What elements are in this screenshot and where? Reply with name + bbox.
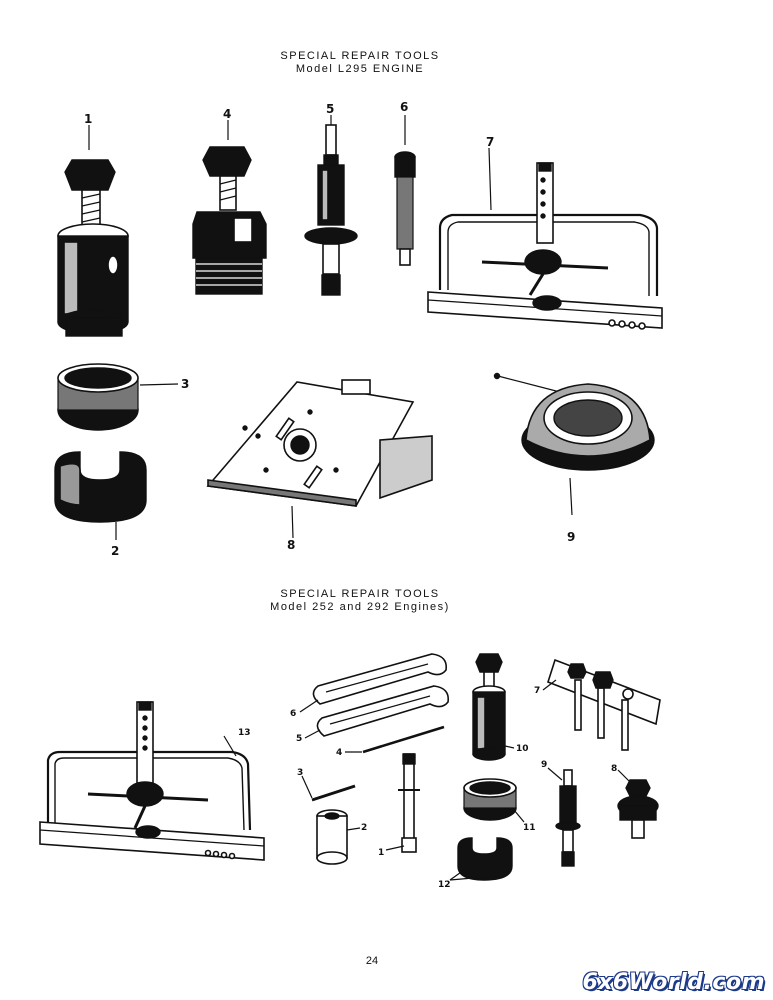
tool-8-small-puller — [617, 769, 659, 839]
callout-label: 9 — [567, 530, 575, 544]
page-number: 24 — [365, 955, 379, 967]
callout-label: 9 — [541, 760, 547, 770]
tool-1-puller — [57, 125, 129, 337]
callout-label: 3 — [181, 377, 189, 391]
tool-5-wrench — [304, 685, 450, 739]
tool-11-knurled-ring — [463, 778, 525, 823]
tool-9-ring-gauge — [493, 372, 655, 516]
tool-7-compressor — [427, 147, 663, 330]
tool-2-split-collar — [54, 451, 147, 540]
callout-label: 3 — [297, 768, 303, 778]
callout-label: 10 — [516, 744, 529, 754]
section-title: SPECIAL REPAIR TOOLS — [280, 50, 440, 62]
callout-label: 11 — [523, 823, 536, 833]
tool-3-knurled-ring — [57, 363, 179, 431]
section-title: SPECIAL REPAIR TOOLS — [280, 588, 440, 600]
tool-1-socket-wrench — [385, 753, 420, 853]
tool-4-puller — [192, 120, 267, 295]
callout-label: 4 — [223, 107, 231, 121]
callout-label: 2 — [111, 544, 119, 558]
callout-label: 1 — [84, 112, 92, 126]
callout-label: 6 — [400, 100, 408, 114]
callout-label: 1 — [378, 848, 384, 858]
callout-label: 5 — [296, 734, 302, 744]
section-subtitle: Model L295 ENGINE — [295, 63, 425, 75]
tool-3-pin — [301, 775, 356, 802]
tool-8-plate — [206, 379, 433, 539]
tool-6-sleeve — [394, 115, 416, 266]
tool-6-wrench — [299, 653, 448, 713]
tool-7-bar-puller — [542, 658, 661, 751]
callout-label: 7 — [486, 135, 494, 149]
section-heading-top: SPECIAL REPAIR TOOLS Model L295 ENGINE — [230, 50, 490, 76]
section-subtitle: Model 252 and 292 Engines) — [270, 601, 450, 613]
callout-label: 8 — [287, 538, 295, 552]
tool-2-socket — [316, 809, 361, 865]
tool-9-plunger — [547, 767, 581, 867]
section-heading-bottom: SPECIAL REPAIR TOOLS Model 252 and 292 E… — [230, 588, 490, 614]
tool-13-compressor — [39, 701, 265, 861]
callout-label: 4 — [336, 748, 342, 758]
callout-label: 5 — [326, 102, 334, 116]
tool-12-split-collar — [449, 837, 513, 881]
callout-label: 6 — [290, 709, 296, 719]
tool-10-puller — [472, 653, 515, 761]
callout-label: 2 — [361, 823, 367, 833]
callout-label: 8 — [611, 764, 617, 774]
callout-label: 13 — [238, 728, 251, 738]
site-watermark: 6x6World.com — [582, 970, 765, 995]
callout-label: 12 — [438, 880, 451, 890]
tool-5-plunger — [304, 115, 358, 296]
callout-label: 7 — [534, 686, 540, 696]
tool-4-rod — [345, 725, 445, 754]
